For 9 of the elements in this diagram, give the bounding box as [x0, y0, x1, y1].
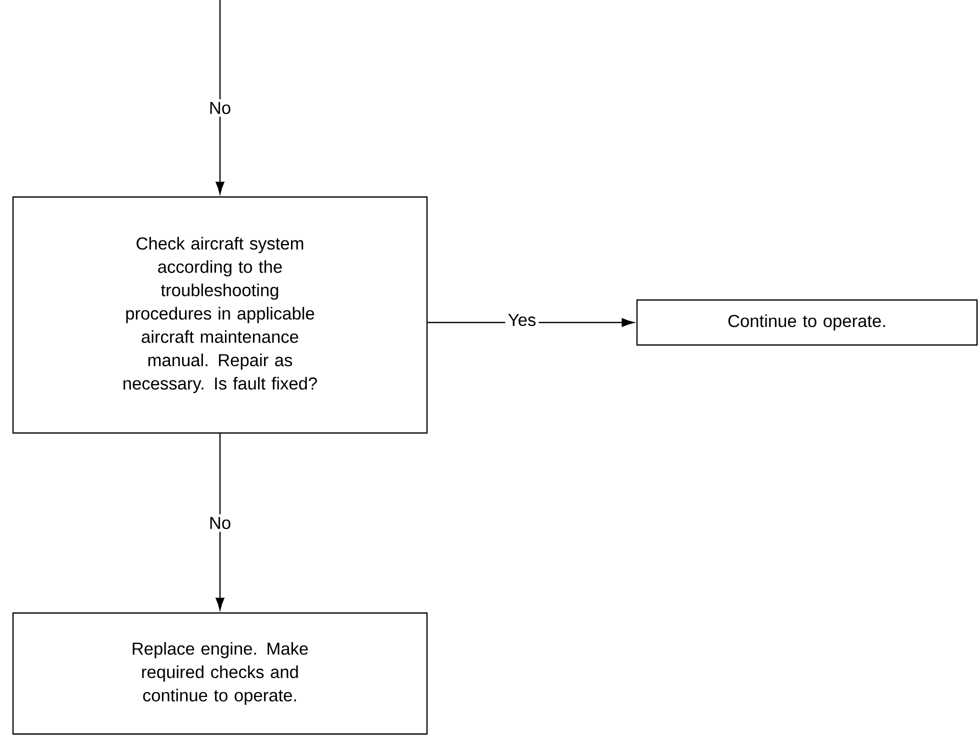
process-box: Check aircraft system according to the troubleshooting procedures in applicable aircraft maintenance manual. Repair as necessary. Is fault fixed?: [12, 196, 428, 434]
edge-label: No: [206, 99, 234, 117]
process-box: Continue to operate.: [636, 299, 978, 346]
arrow: [216, 0, 224, 194]
process-box: Replace engine. Make required checks and continue to operate.: [12, 612, 428, 735]
edge-label: Yes: [505, 311, 539, 329]
arrow: [428, 318, 634, 327]
edge-label: No: [206, 514, 234, 532]
arrow: [216, 434, 224, 610]
